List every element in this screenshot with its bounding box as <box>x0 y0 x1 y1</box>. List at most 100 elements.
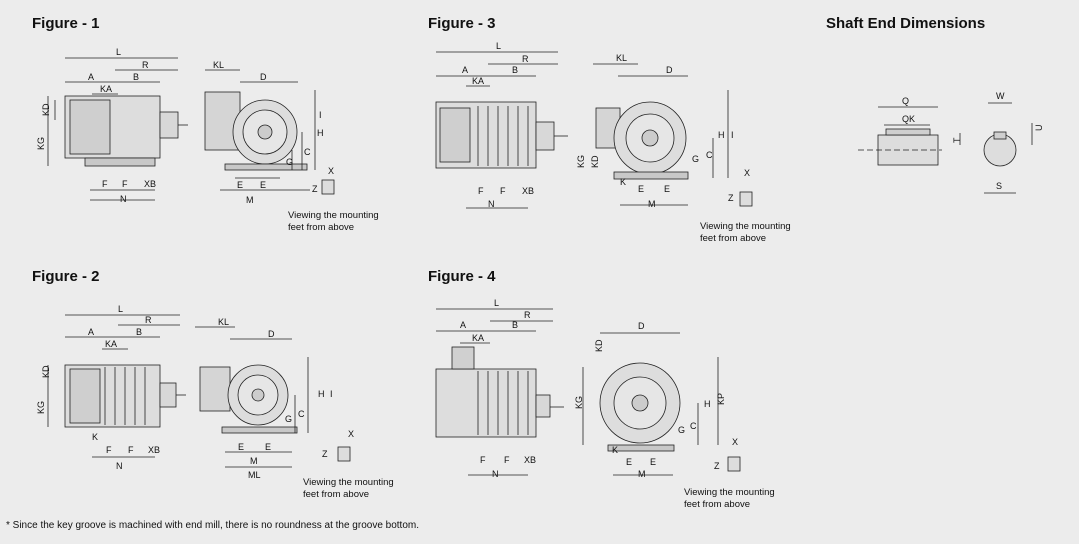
dim-N: N <box>116 461 123 471</box>
dim-R: R <box>524 310 531 320</box>
dim-R: R <box>522 54 529 64</box>
dim-XB: XB <box>144 179 156 189</box>
mounting-note-line-2: feet from above <box>684 499 751 510</box>
dim-KL: KL <box>218 317 229 327</box>
dim-C: C <box>298 409 305 419</box>
dim-KA: KA <box>472 76 484 86</box>
dim-F: F <box>478 186 484 196</box>
dim-Z: Z <box>728 193 734 203</box>
mounting-note-line-1: Viewing the mounting <box>303 477 394 488</box>
dim-KL: KL <box>213 60 224 70</box>
dim-B: B <box>133 72 139 82</box>
figure-4-title: Figure - 4 <box>428 268 496 285</box>
dim-KA: KA <box>472 333 484 343</box>
mounting-note-line-1: Viewing the mounting <box>700 221 791 232</box>
dim-E: E <box>265 442 271 452</box>
dim-E: E <box>650 457 656 467</box>
dim-L: L <box>494 298 499 308</box>
dim-Q: Q <box>902 96 909 106</box>
figure-2-drawing: L R A B KA KD KG K F F XB N KL D H I C G… <box>36 304 354 480</box>
dim-D: D <box>268 329 275 339</box>
dim-H: H <box>718 130 725 140</box>
dim-C: C <box>304 147 311 157</box>
dim-A: A <box>88 327 94 337</box>
dim-KA: KA <box>105 339 117 349</box>
dim-M: M <box>250 456 258 466</box>
dim-R: R <box>145 315 152 325</box>
dim-Z: Z <box>312 184 318 194</box>
dim-X: X <box>328 166 334 176</box>
dim-G: G <box>285 414 292 424</box>
dim-H: H <box>318 389 325 399</box>
dim-A: A <box>88 72 94 82</box>
dim-F: F <box>128 445 134 455</box>
dim-K: K <box>612 445 618 455</box>
mounting-note-line-1: Viewing the mounting <box>288 210 379 221</box>
dim-X: X <box>348 429 354 439</box>
dim-B: B <box>512 65 518 75</box>
dim-KG: KG <box>576 155 586 168</box>
dim-L: L <box>496 41 501 51</box>
dim-D: D <box>666 65 673 75</box>
shaft-end-title: Shaft End Dimensions <box>826 15 986 32</box>
figure-1-title: Figure - 1 <box>32 15 100 32</box>
dim-I: I <box>731 130 734 140</box>
dim-XB: XB <box>524 455 536 465</box>
dim-S: S <box>996 181 1002 191</box>
shaft-end-drawing: Q QK W T U S <box>858 91 1044 194</box>
dim-KD: KD <box>41 365 51 378</box>
dim-E: E <box>626 457 632 467</box>
dim-D: D <box>260 72 267 82</box>
dim-KP: KP <box>716 393 726 405</box>
dim-F: F <box>122 179 128 189</box>
mounting-note-line-2: feet from above <box>303 489 370 500</box>
dim-F: F <box>102 179 108 189</box>
figure-2-title: Figure - 2 <box>32 268 100 285</box>
figure-3-mounting-note: Viewing the mounting feet from above <box>700 221 791 245</box>
figure-2-mounting-note: Viewing the mounting feet from above <box>303 477 394 501</box>
dim-X: X <box>744 168 750 178</box>
dim-G: G <box>286 157 293 167</box>
dim-R: R <box>142 60 149 70</box>
dim-KG: KG <box>574 396 584 409</box>
figure-4-mounting-note: Viewing the mounting feet from above <box>684 487 775 511</box>
dim-ML: ML <box>248 470 261 480</box>
dim-N: N <box>492 469 499 479</box>
figure-3-title: Figure - 3 <box>428 15 496 32</box>
dim-E: E <box>638 184 644 194</box>
dim-G: G <box>678 425 685 435</box>
dim-F: F <box>500 186 506 196</box>
dim-Z: Z <box>714 461 720 471</box>
dim-KD: KD <box>590 155 600 168</box>
dim-M: M <box>246 195 254 205</box>
dim-B: B <box>136 327 142 337</box>
dim-W: W <box>996 91 1005 101</box>
dim-L: L <box>118 304 123 314</box>
dim-H: H <box>704 399 711 409</box>
dim-K: K <box>92 432 98 442</box>
dim-T: T <box>952 137 962 143</box>
dim-U: U <box>1034 125 1044 132</box>
dim-E: E <box>260 180 266 190</box>
dim-E: E <box>664 184 670 194</box>
dim-F: F <box>480 455 486 465</box>
dim-G: G <box>692 154 699 164</box>
footnote: * Since the key groove is machined with … <box>6 520 420 531</box>
dim-A: A <box>460 320 466 330</box>
figure-3-drawing: L R A B KA F F XB N KL D KG KD H I C G K… <box>435 41 753 209</box>
dim-F: F <box>106 445 112 455</box>
dim-B: B <box>512 320 518 330</box>
figure-1-drawing: L R A B KA KD KG F F XB N KL D H I C G E… <box>36 47 335 205</box>
figure-1-mounting-note: Viewing the mounting feet from above <box>288 210 379 234</box>
dim-I: I <box>330 389 333 399</box>
mounting-note-line-2: feet from above <box>288 222 355 233</box>
dim-E: E <box>237 180 243 190</box>
dim-XB: XB <box>522 186 534 196</box>
dim-H: H <box>317 128 324 138</box>
dim-X: X <box>732 437 738 447</box>
dim-L: L <box>116 47 121 57</box>
dim-A: A <box>462 65 468 75</box>
dim-XB: XB <box>148 445 160 455</box>
dim-KG: KG <box>36 401 46 414</box>
